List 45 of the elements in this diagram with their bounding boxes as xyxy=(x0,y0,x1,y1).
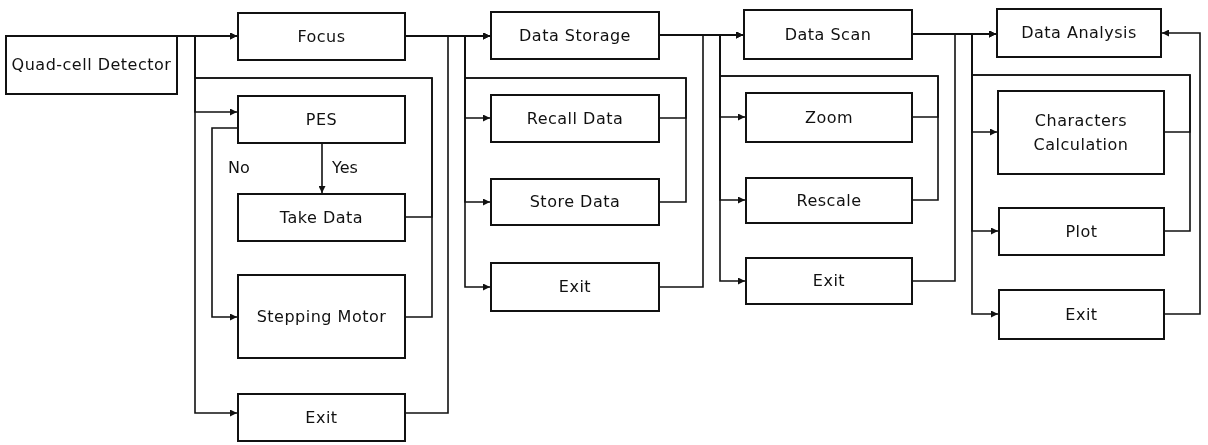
process-box xyxy=(998,207,1165,256)
node-label: Exit xyxy=(812,270,846,293)
node-label: Exit xyxy=(305,406,338,429)
process-box xyxy=(490,178,660,226)
arrow xyxy=(318,143,326,194)
node-label: Stepping Motor xyxy=(256,305,387,328)
node-label: Exit xyxy=(558,276,592,299)
node-label: Focus xyxy=(297,25,346,48)
process-box xyxy=(237,12,406,61)
node-label: Data Analysis xyxy=(1021,22,1137,45)
node-label: Plot xyxy=(1065,220,1098,243)
arrow xyxy=(405,35,491,291)
process-box xyxy=(490,262,660,312)
node-label: Quad-cell Detector xyxy=(11,54,172,77)
arrow xyxy=(177,35,238,417)
process-box xyxy=(237,393,406,442)
process-box xyxy=(490,11,660,60)
process-box xyxy=(490,94,660,143)
node-label: PES xyxy=(305,108,338,131)
process-box xyxy=(996,8,1162,58)
node-label: Zoom xyxy=(804,106,854,129)
arrow xyxy=(211,127,238,321)
process-box xyxy=(745,177,913,224)
arrow xyxy=(719,31,939,201)
decision-box xyxy=(237,95,406,144)
process-box xyxy=(997,90,1165,175)
arrow xyxy=(971,30,1191,232)
process-box xyxy=(745,257,913,305)
detector-box xyxy=(5,35,178,95)
process-box xyxy=(998,289,1165,340)
node-label: Data Storage xyxy=(519,24,631,47)
arrow xyxy=(194,32,433,318)
node-label: Take Data xyxy=(279,206,364,229)
node-label: Recall Data xyxy=(526,107,624,130)
process-box xyxy=(745,92,913,143)
node-label: Store Data xyxy=(529,191,621,214)
arrow xyxy=(1161,29,1201,315)
node-label: Characters Calculation xyxy=(1032,110,1130,156)
node-label: Rescale xyxy=(796,189,862,212)
process-box xyxy=(743,9,913,60)
arrow xyxy=(464,32,687,203)
node-label: Exit xyxy=(1065,303,1098,326)
process-box xyxy=(237,193,406,242)
process-box xyxy=(237,274,406,359)
node-label: Data Scan xyxy=(784,23,872,46)
